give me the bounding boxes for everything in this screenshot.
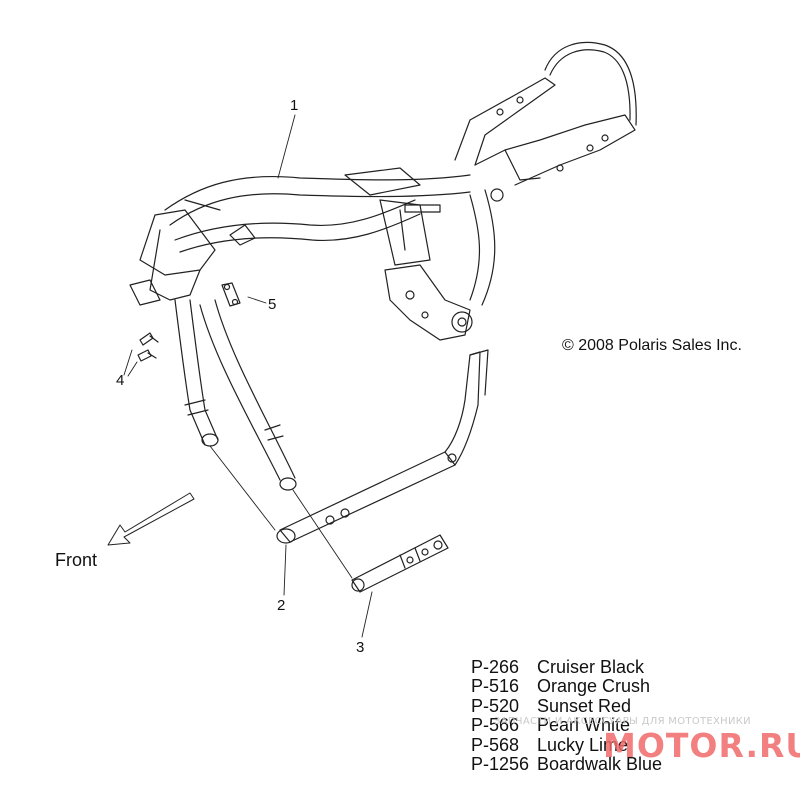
color-name: Boardwalk Blue [537,754,663,775]
main-frame-part-1 [129,41,637,491]
color-code: P-266 [471,657,520,677]
color-name: Pearl White [537,715,631,736]
color-code: P-1256 [471,754,530,775]
color-code-row: P-520 Sunset Red [471,695,662,716]
callout-4: 4 [116,372,125,389]
copyright-notice: © 2008 Polaris Sales Inc. [562,337,742,354]
color-code-list: P-266 Cruiser Black P-516 Orange Crush P-5… [471,657,663,775]
link-part-5 [221,282,241,307]
bolts-part-4 [137,332,159,362]
color-code-row: P-568 Lucky Lime [471,734,662,755]
leader-lines [123,114,373,638]
callout-2: 2 [277,597,286,614]
front-arrow-icon [107,492,195,546]
color-name: Orange Crush [537,676,651,697]
color-code-row: P-566 Pearl White [471,715,662,736]
color-code-row: P-266 Cruiser Black [471,657,662,677]
watermark-text: ЗАПЧАСТИ И АКСЕССУАРЫ ДЛЯ МОТОТЕХНИКИ [494,716,751,727]
crossbar-part-2 [276,349,489,544]
callout-5: 5 [268,296,277,313]
callout-3: 3 [356,639,365,656]
front-label: Front [55,550,98,570]
color-code: P-520 [471,695,520,716]
watermark-logo: MOTOR.RU [603,726,800,765]
color-code: P-568 [471,734,520,755]
color-code: P-516 [471,676,520,697]
color-code-row: P-1256 Boardwalk Blue [471,754,663,775]
callout-1: 1 [290,97,299,114]
color-code: P-566 [471,715,520,736]
color-name: Cruiser Black [537,657,645,677]
bracket-part-3 [351,534,449,593]
color-name: Sunset Red [537,695,632,716]
color-code-row: P-516 Orange Crush [471,676,662,697]
color-name: Lucky Lime [537,734,629,755]
